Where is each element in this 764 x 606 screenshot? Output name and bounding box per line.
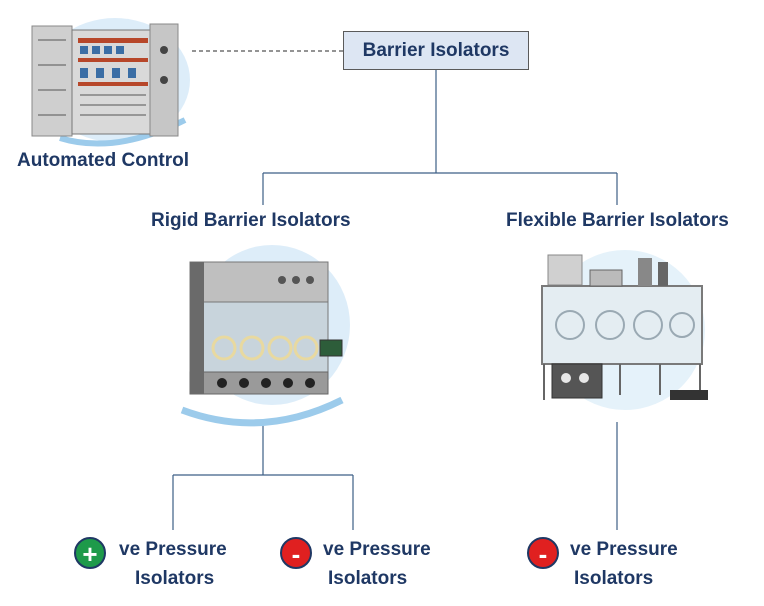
neg-pressure-line2-rigid: Isolators — [328, 568, 408, 589]
pos-pressure-line1: ve Pressure — [119, 539, 227, 560]
neg-pressure-line1-rigid: ve Pressure — [323, 539, 431, 560]
negative-sign-icon-flexible: - — [527, 537, 559, 569]
negative-sign-icon: - — [280, 537, 312, 569]
rigid-isolator-image — [172, 240, 352, 430]
automated-control-image — [20, 10, 195, 150]
automated-control-label: Automated Control — [17, 150, 190, 171]
pos-pressure-line2: Isolators — [135, 568, 215, 589]
branch-label-rigid: Rigid Barrier Isolators — [151, 210, 351, 231]
flexible-isolator-image — [530, 240, 715, 425]
neg-pressure-line1-flexible: ve Pressure — [570, 539, 678, 560]
root-node-label: Barrier Isolators — [362, 39, 510, 61]
neg-pressure-line2-flexible: Isolators — [574, 568, 654, 589]
root-node-barrier-isolators: Barrier Isolators — [343, 31, 529, 70]
branch-label-flexible: Flexible Barrier Isolators — [506, 210, 729, 231]
positive-sign-icon: + — [74, 537, 106, 569]
